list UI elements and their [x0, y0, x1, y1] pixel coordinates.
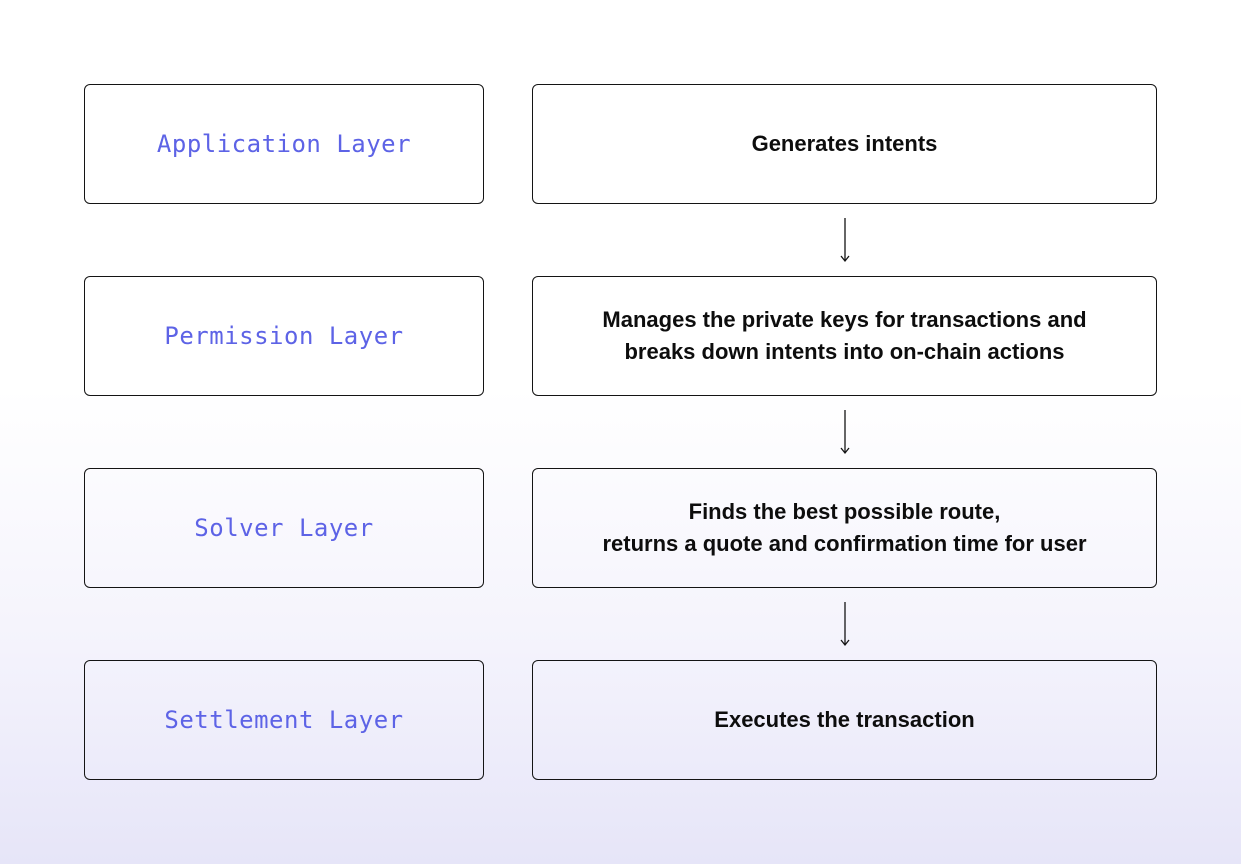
arrow-down-icon [840, 410, 850, 455]
description-box-solver: Finds the best possible route, returns a… [532, 468, 1157, 588]
layer-box-solver: Solver Layer [84, 468, 484, 588]
layer-name: Permission Layer [164, 322, 404, 350]
arrow-down-icon [840, 602, 850, 647]
layer-box-application: Application Layer [84, 84, 484, 204]
description-box-application: Generates intents [532, 84, 1157, 204]
layer-description: Executes the transaction [714, 707, 975, 732]
layer-box-settlement: Settlement Layer [84, 660, 484, 780]
layer-description: Manages the private keys for transaction… [602, 307, 1087, 364]
layer-name: Application Layer [156, 130, 412, 158]
arrow-down-icon [840, 218, 850, 263]
layer-description: Generates intents [751, 131, 938, 156]
layer-description: Finds the best possible route, returns a… [602, 499, 1087, 556]
layer-name: Settlement Layer [164, 706, 404, 734]
description-box-permission: Manages the private keys for transaction… [532, 276, 1157, 396]
description-box-settlement: Executes the transaction [532, 660, 1157, 780]
layer-name: Solver Layer [194, 514, 374, 542]
layer-box-permission: Permission Layer [84, 276, 484, 396]
